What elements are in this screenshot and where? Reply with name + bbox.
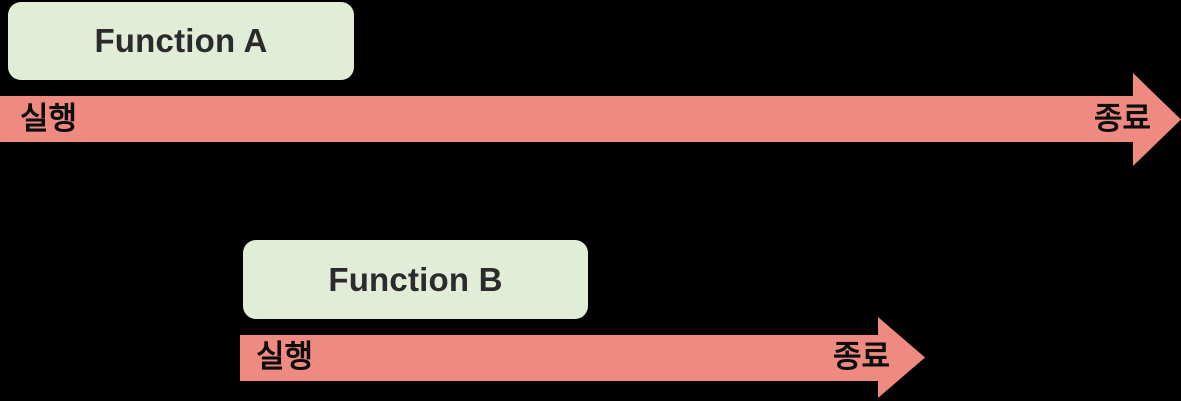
function-a-end-label: 종료 [1094,101,1152,136]
function-a-arrow-shape [0,73,1181,166]
function-b-start-label: 실행 [256,339,314,374]
function-b-label-chip: Function B [243,240,588,319]
function-b-arrow-shape [240,317,925,398]
function-a-timeline-arrow [0,73,1181,166]
function-b-timeline-arrow [240,317,925,398]
function-b-label-text: Function B [328,260,503,298]
function-a-start-label: 실행 [20,101,78,136]
function-a-label-text: Function A [94,22,268,59]
function-a-label-chip: Function A [8,2,354,80]
function-b-end-label: 종료 [833,339,891,374]
